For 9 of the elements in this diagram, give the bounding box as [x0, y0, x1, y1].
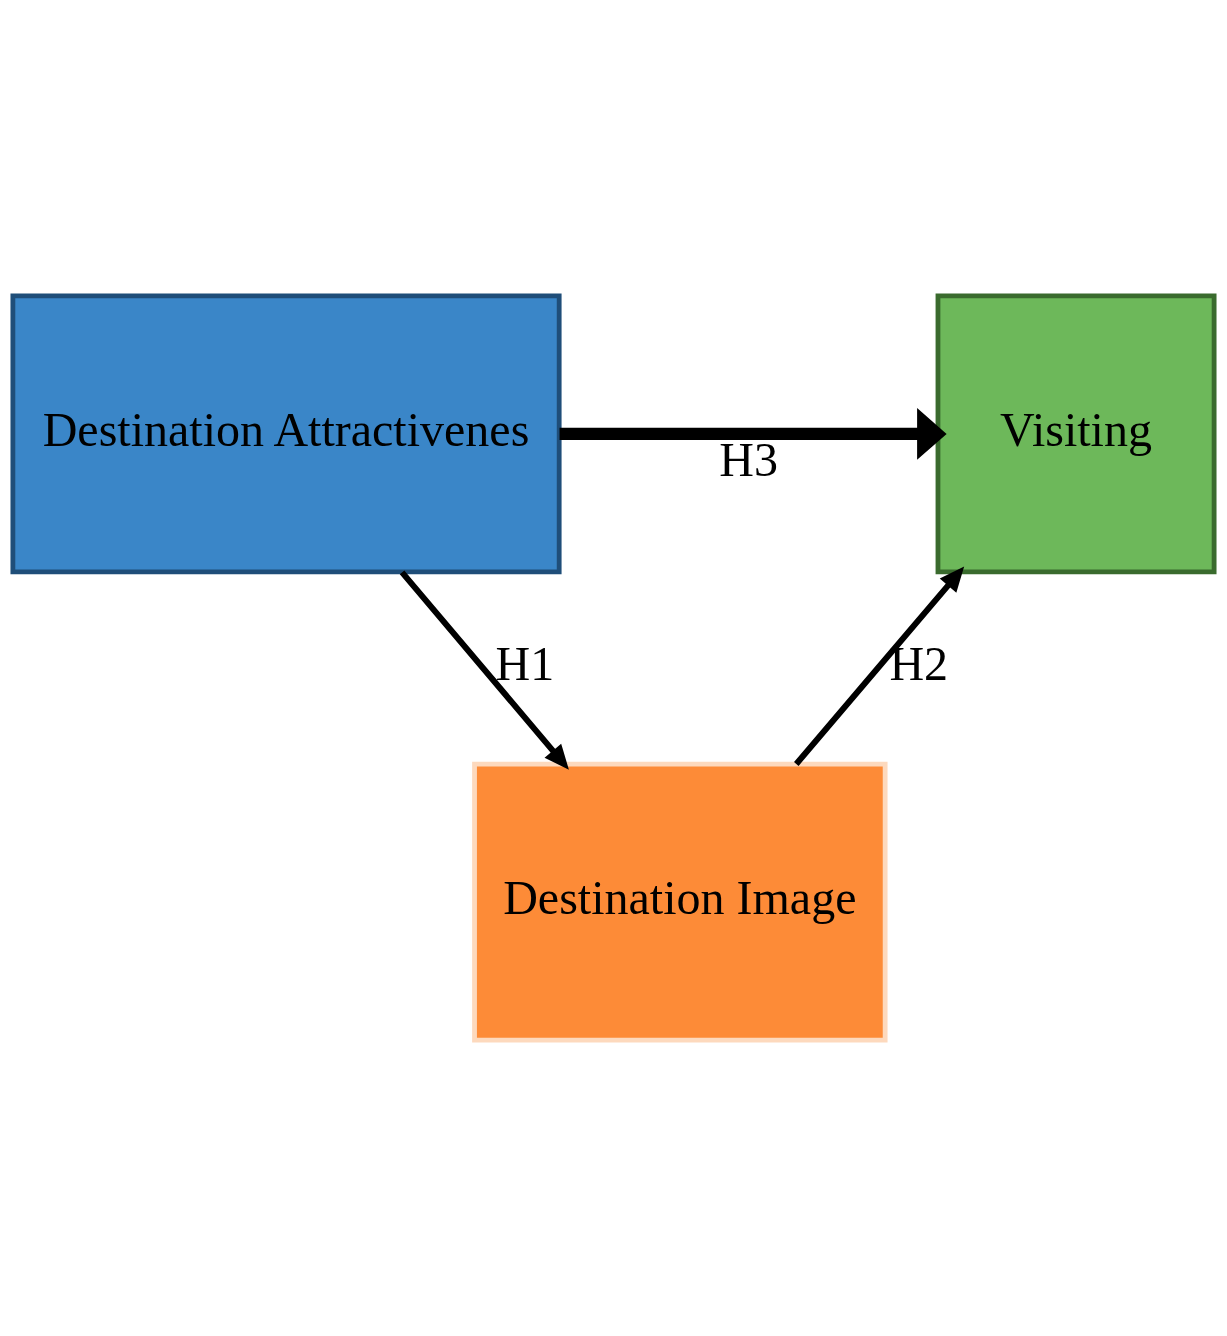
node-box: Destination Attractivenes	[10, 293, 562, 575]
edge-label: H2	[889, 637, 949, 691]
node-box: Visiting	[935, 293, 1217, 575]
edge-label: H3	[719, 432, 778, 486]
node-box: Destination Image	[472, 761, 888, 1043]
arrow	[399, 570, 569, 770]
arrow	[559, 408, 947, 460]
arrow	[794, 566, 965, 766]
edge-label: H1	[495, 637, 555, 691]
